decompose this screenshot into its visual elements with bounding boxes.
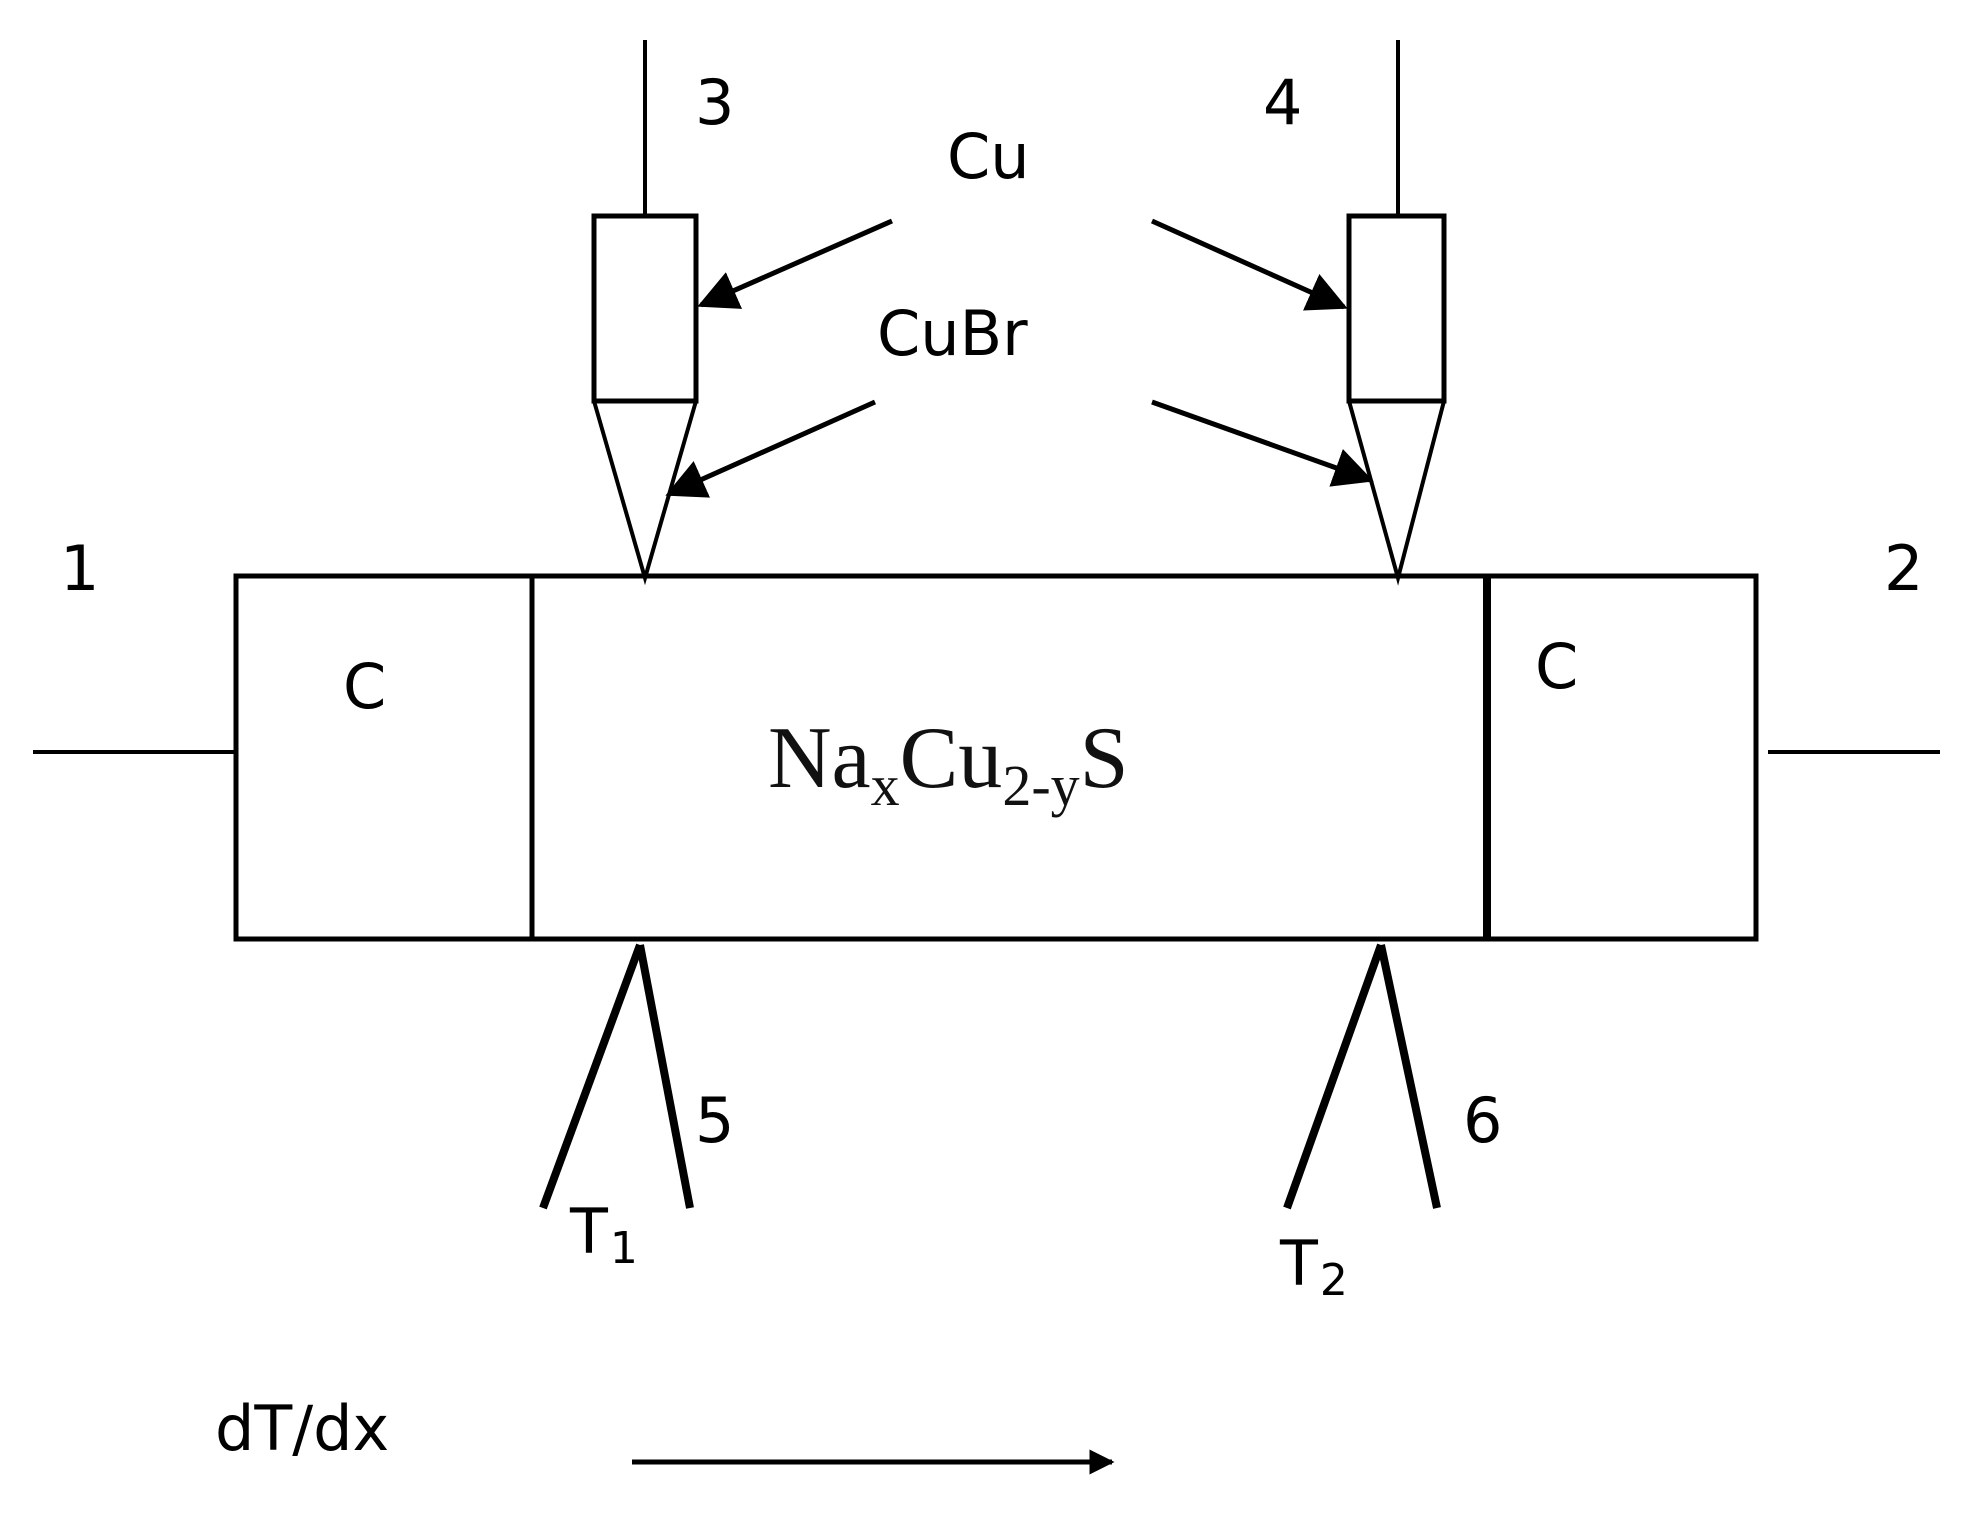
terminal-2-label: 2 [1884, 532, 1923, 605]
t1-subscript: 1 [610, 1223, 638, 1274]
formula-x-subscript: x [871, 753, 900, 818]
cu-label: Cu [947, 120, 1030, 193]
probe-3-label: 3 [695, 66, 734, 139]
t2-main: T [1279, 1227, 1319, 1300]
cubr-label: CuBr [877, 297, 1028, 370]
probe-4-cubr-tip [1347, 400, 1446, 586]
terminal-1-label: 1 [60, 532, 99, 605]
thermocouple-6-wire-b [1377, 944, 1441, 1209]
cubr-arrow-right [1151, 399, 1374, 487]
formula-cu: Cu [900, 710, 1003, 807]
thermocouple-5-wire-b [636, 944, 694, 1209]
probe-4-cu-block [1346, 213, 1447, 404]
t2-label: T2 [1279, 1227, 1348, 1306]
formula-na: Na [768, 710, 871, 807]
cu-arrow-right [1150, 218, 1348, 311]
t1-label: T1 [569, 1195, 638, 1274]
t2-subscript: 2 [1320, 1255, 1348, 1306]
thermocouple-5-wire-a [539, 943, 644, 1210]
thermocouple-6-wire-a [1283, 943, 1385, 1210]
sample-bar [233, 573, 1759, 942]
sample-formula: NaxCu2-yS [768, 710, 1129, 818]
formula-s: S [1080, 710, 1129, 807]
probe-3-cubr-tip [592, 400, 698, 586]
probe-4-label: 4 [1263, 66, 1302, 139]
cubr-arrow-left [665, 399, 877, 498]
cu-arrow-left [697, 218, 894, 309]
t1-main: T [569, 1195, 609, 1268]
thermocouple-5-label: 5 [695, 1084, 734, 1157]
gradient-label: dT/dx [215, 1392, 389, 1465]
probe-3-cu-block [591, 213, 699, 404]
right-carbon-label: C [1535, 630, 1578, 703]
formula-2-y-subscript: 2-y [1002, 753, 1079, 818]
left-carbon-label: C [343, 650, 386, 723]
thermocouple-6-label: 6 [1463, 1084, 1502, 1157]
